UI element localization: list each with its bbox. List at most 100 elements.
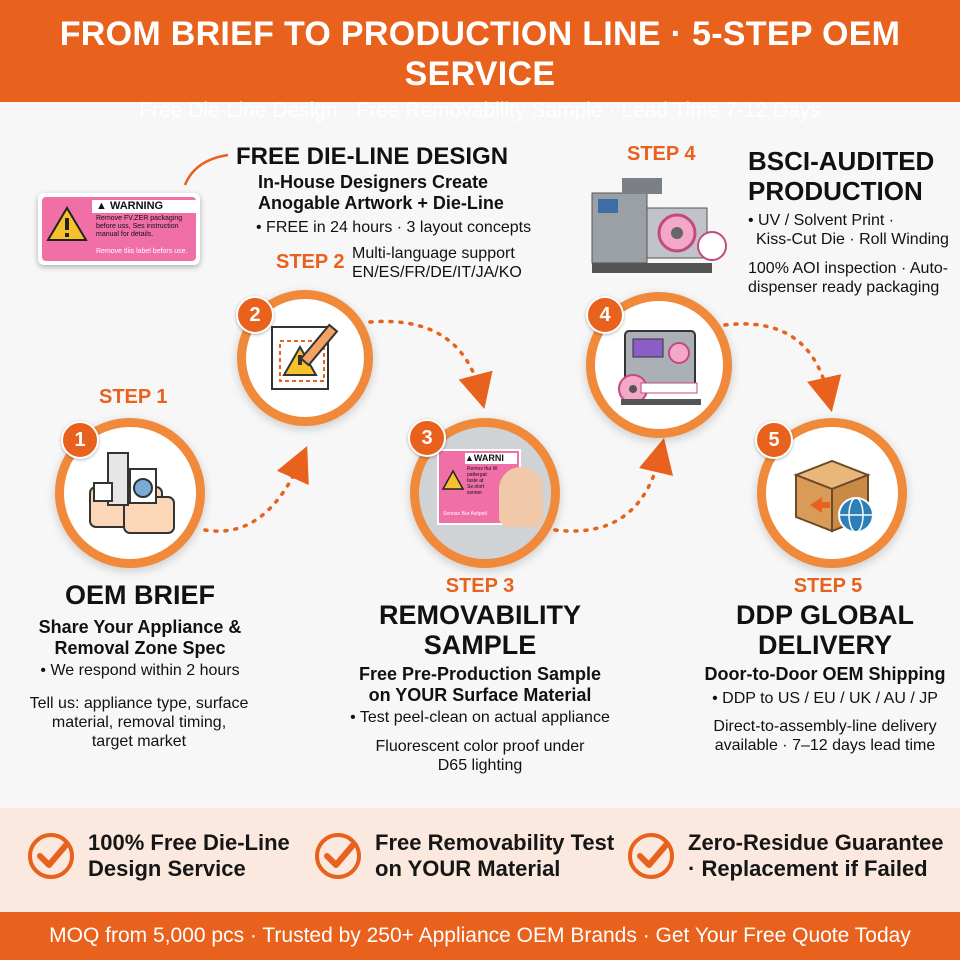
arrow-4-to-5 [723, 322, 842, 413]
step2-detail: Multi-language support EN/ES/FR/DE/IT/JA… [352, 244, 522, 282]
step4-bullet-line-2: Kiss-Cut Die · Roll Winding [756, 231, 949, 248]
warning-mini-icon: ▲ [96, 200, 107, 212]
step3-title-line-1: REMOVABILITY [379, 600, 581, 630]
step2-title: FREE DIE-LINE DESIGN [236, 143, 509, 170]
step4-label: STEP 4 [627, 143, 696, 165]
step2-subtitle: In-House Designers Create Anoɡable Artwo… [258, 172, 504, 214]
feature-3-line-2: · Replacement if Failed [688, 856, 928, 881]
step4-title: BSCI-AUDITED PRODUCTION [748, 146, 934, 206]
step3-warning-triangle-icon [441, 469, 465, 490]
step2-number-badge: 2 [236, 296, 274, 334]
die-line-pencil-icon [271, 323, 339, 390]
step1-title: OEM BRIEF [64, 580, 215, 610]
footer-banner: MOQ from 5,000 pcs · Trusted by 250+ App… [0, 912, 960, 960]
feature-2-line-1: Free Removability Test [375, 830, 615, 855]
feature-3: Zero-Residue Guarantee · Replacement if … [626, 830, 944, 882]
step3-circle: ▲WARNI Remov tha W pattergat faste at Se… [410, 418, 560, 568]
step1-bullet: • We respond within 2 hours [40, 662, 240, 679]
step3-subtitle-line-1: Free Pre-Production Sample [358, 664, 602, 684]
printing-machine-icon [618, 330, 701, 405]
step5-detail-line-2: available · 7–12 days lead time [714, 737, 936, 754]
step1-subtitle-line-2: Removal Zone Spec [54, 638, 226, 658]
step4-title-line-1: BSCI-AUDITED [748, 146, 935, 176]
warning-bottom-text: Remove tliis label befors use. [96, 248, 188, 255]
warning-line-1: Remove FV.ZER packaging [96, 215, 183, 222]
step1-subtitle: Share Your Appliance & Removal Zone Spec [20, 617, 260, 659]
step3-subtitle: Free Pre-Production Sample on YOUR Surfa… [330, 664, 630, 706]
header-banner: FROM BRIEF TO PRODUCTION LINE · 5-STEP O… [0, 0, 960, 122]
arrow-3-to-4 [553, 437, 674, 533]
appliance-chat-icon [89, 452, 175, 534]
step5-title: DDP GLOBAL DELIVERY [690, 600, 960, 660]
step3-number-badge: 3 [408, 419, 446, 457]
step5-title-line-2: DELIVERY [757, 630, 893, 660]
step1-subtitle-line-1: Share Your Appliance & [38, 617, 242, 637]
step3-bullet: • Test peel-clean on actual appliance [350, 709, 610, 726]
step2-subtitle-line-2: Anoɡable Artwork + Die-Line [258, 193, 504, 213]
step1-number-badge: 1 [61, 421, 99, 459]
feature-2-line-2: on YOUR Material [375, 856, 561, 881]
step1-detail: Tell us: appliance type, surface materia… [14, 694, 264, 751]
step2-detail-line-2: EN/ES/FR/DE/IT/JA/KO [352, 264, 522, 281]
step5-bullet: • DDP to US / EU / UK / AU / JP [712, 690, 938, 707]
step5-detail-line-1: Direct-to-assembly-line delivery [713, 718, 937, 735]
step3-sample-text-3: faste at [467, 478, 484, 484]
check-circle-icon [315, 833, 361, 879]
step4-number-badge: 4 [586, 296, 624, 334]
feature-3-line-1: Zero-Residue Guarantee [688, 830, 944, 855]
step2-detail-line-1: Multi-language support [352, 245, 515, 262]
feature-band [0, 808, 960, 912]
check-circle-icon [28, 833, 74, 879]
step3-sample-text-1: Remov tha W [467, 466, 498, 472]
step4-bullet-line-1: • UV / Solvent Print · [748, 212, 895, 229]
step3-title-line-2: SAMPLE [423, 630, 537, 660]
step3-sample-text-5: ssnner [467, 490, 483, 496]
check-circle-icon [628, 833, 674, 879]
step4-title-line-2: PRODUCTION [748, 176, 923, 206]
warning-line-2: before uss, Ses instruction [96, 223, 179, 230]
step3-sample-heading: WARNI [473, 453, 504, 463]
step2-label: STEP 2 [276, 251, 345, 273]
warning-label-sample: ▲ WARNING Remove FV.ZER packaging before… [38, 193, 200, 265]
step3-sample-bottom: Sennan Bur Astipetl [443, 511, 487, 517]
feature-2: Free Removability Test on YOUR Material [313, 830, 614, 882]
step4-detail: 100% AOI inspection · Auto- dispenser re… [748, 259, 948, 297]
step5-label: STEP 5 [793, 575, 863, 597]
step5-title-line-1: DDP GLOBAL [735, 600, 914, 630]
feature-1-line-1: 100% Free Die-Line [88, 830, 290, 855]
warning-triangle-icon [46, 206, 88, 241]
peeling-finger-icon [499, 467, 543, 527]
step1-detail-line-3: target market [91, 733, 187, 750]
step3-warning-mini-icon: ▲ [465, 453, 474, 463]
pointer-line-step2 [183, 153, 229, 186]
feature-1: 100% Free Die-Line Design Service [26, 830, 290, 882]
step1-detail-line-1: Tell us: appliance type, surface [29, 695, 249, 712]
arrow-1-to-2 [203, 446, 309, 533]
step4-detail-line-1: 100% AOI inspection · Auto- [748, 260, 949, 277]
printing-machine-illustration [591, 178, 727, 273]
step1-circle [55, 418, 205, 568]
arrow-2-to-3 [368, 319, 493, 409]
step3-sample-text-4: Se.nlort [467, 484, 485, 490]
step3-label: STEP 3 [445, 575, 515, 597]
step5-number-badge: 5 [755, 421, 793, 459]
warning-line-3: manual for details. [96, 231, 154, 238]
step5-detail: Direct-to-assembly-line delivery availab… [685, 717, 960, 755]
feature-1-line-2: Design Service [88, 856, 246, 881]
step4-detail-line-2: dispenser ready packaging [748, 279, 940, 296]
step1-label: STEP 1 [99, 386, 168, 408]
step3-detail-line-1: Fluorescent color proof under [375, 738, 585, 755]
step2-bullet: • FREE in 24 hours · 3 layout concepts [256, 219, 532, 236]
box-globe-icon [793, 459, 874, 533]
page-subtitle: Free Die-Line Design · Free Removability… [139, 99, 821, 122]
step4-bullets: • UV / Solvent Print · Kiss-Cut Die · Ro… [748, 211, 949, 249]
step3-detail-line-2: D65 lighting [437, 757, 523, 774]
step2-subtitle-line-1: In-House Designers Create [258, 172, 489, 192]
warning-heading: WARNING [109, 200, 164, 212]
step3-subtitle-line-2: on YOUR Surface Material [368, 685, 592, 705]
step5-subtitle: Door-to-Door OEM Shipping [704, 664, 946, 684]
step3-sample-text-2: pattergat [467, 472, 487, 478]
step3-title: REMOVABILITY SAMPLE [330, 600, 630, 660]
page-title: FROM BRIEF TO PRODUCTION LINE · 5-STEP O… [59, 15, 901, 93]
